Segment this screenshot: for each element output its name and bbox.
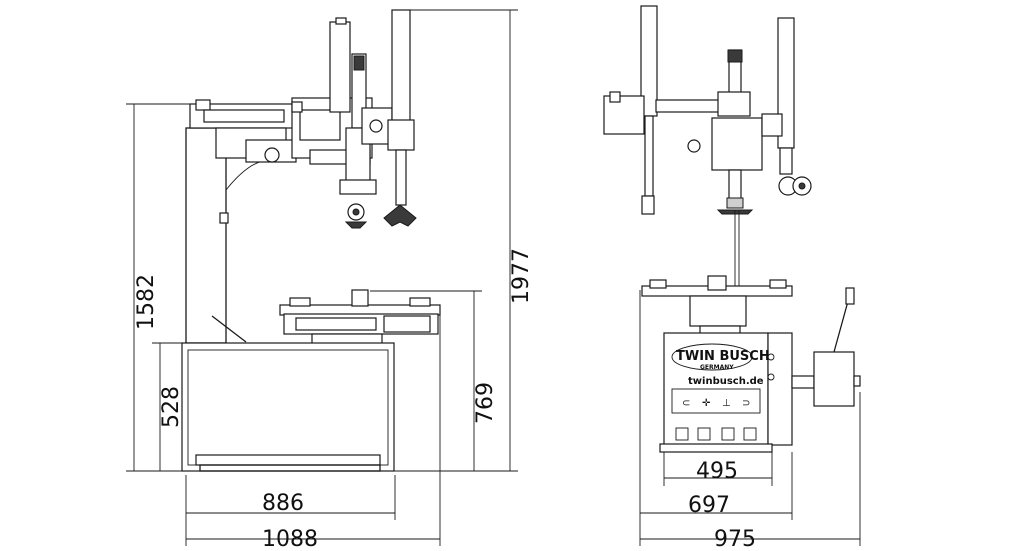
dim-height-max: 1977 [509,248,534,304]
dim-height-base: 528 [159,386,184,428]
cabinet-icon-1: ⊂ [682,398,690,409]
cabinet-icon-2: ✛ [702,398,711,409]
brand-logo-sub: GERMANY [700,364,734,371]
right-front-view: TWIN BUSCH GERMANY twinbusch.de ⊂ ✛ ⊥ ⊃ … [603,5,861,551]
dim-width-inner: 495 [696,459,738,484]
brand-website: twinbusch.de [688,376,764,387]
left-side-view: 1582 528 769 1977 886 1088 [126,9,534,551]
brand-logo: TWIN BUSCH [676,349,770,364]
dim-width-base: 886 [262,491,304,516]
dim-width-total-front: 975 [714,527,756,551]
dim-height-total: 1582 [134,274,159,330]
dim-width-base-front: 697 [688,493,730,518]
dim-width-total: 1088 [262,527,318,551]
cabinet-icon-3: ⊥ [722,398,731,409]
cabinet-icon-4: ⊃ [742,398,750,409]
dim-height-table: 769 [473,382,498,424]
